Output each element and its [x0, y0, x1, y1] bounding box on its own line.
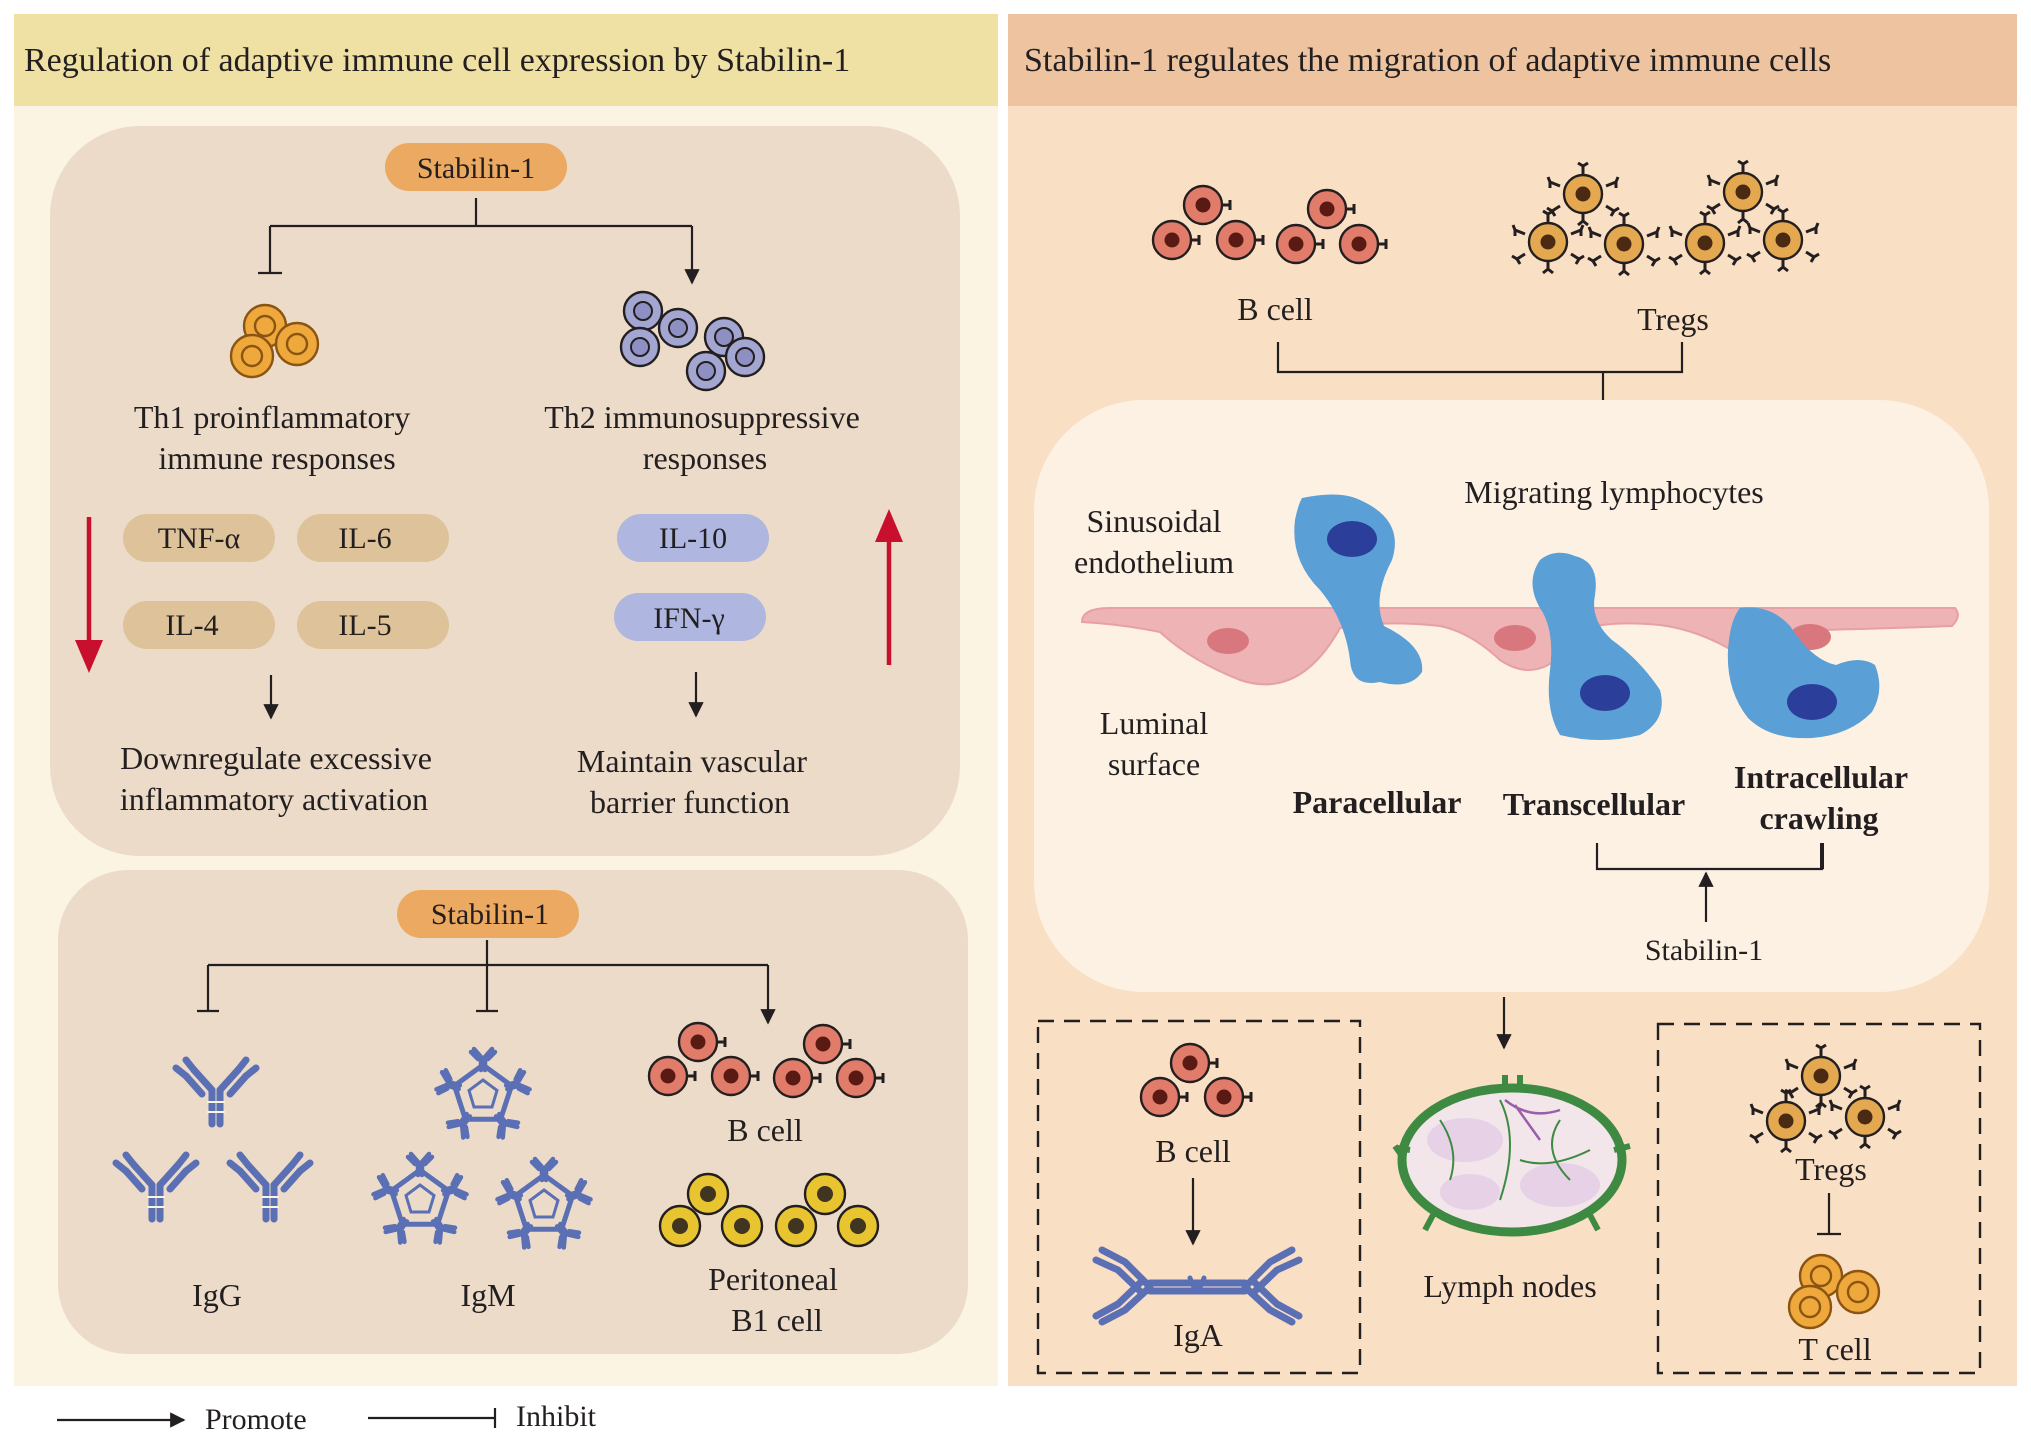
- lymph-nodes-label: Lymph nodes: [1423, 1268, 1596, 1304]
- bcell-label-bottom: B cell: [1155, 1133, 1231, 1169]
- cytokine-pill-il4: [123, 601, 275, 649]
- luminal-label-line1: Luminal: [1100, 705, 1209, 741]
- cytokine-pill-il10: [617, 514, 769, 562]
- tregs-label-bottom: Tregs: [1795, 1151, 1867, 1187]
- cytokine-il6: IL-6: [338, 522, 391, 555]
- cytokine-il10: IL-10: [659, 522, 727, 555]
- stabilin-label-bottom: Stabilin-1: [431, 898, 549, 931]
- iga-label: IgA: [1173, 1317, 1223, 1353]
- th1-label-line1: Th1 proinflammatory: [134, 399, 410, 435]
- th1-label-line2: immune responses: [158, 440, 395, 476]
- stabilin-label-right: Stabilin-1: [1645, 934, 1763, 967]
- th2-label-line2: responses: [643, 440, 767, 476]
- igg-label: IgG: [192, 1277, 242, 1313]
- legend-promote-label: Promote: [205, 1403, 307, 1436]
- transcellular-lymphocyte-icon: [1532, 552, 1662, 740]
- stabilin-label-top: Stabilin-1: [417, 152, 535, 185]
- b1-label-line1: Peritoneal: [708, 1261, 838, 1297]
- intracellular-crawling-lymphocyte-icon: [1727, 607, 1880, 739]
- th2-label-line1: Th2 immunosuppressive: [544, 399, 860, 435]
- legend-inhibit-line-icon: [368, 1408, 497, 1428]
- igm-label: IgM: [460, 1277, 515, 1313]
- outcome-left-line1: Downregulate excessive: [120, 740, 432, 776]
- downregulation-arrow-icon: [75, 640, 103, 673]
- bcell-iga-dashed-box: [1036, 1019, 1362, 1375]
- migration-inner-box: [1034, 400, 1989, 992]
- b1-label-line2: B1 cell: [731, 1302, 823, 1338]
- cytokine-tnf: TNF-α: [158, 522, 241, 555]
- paracellular-lymphocyte-icon: [1294, 494, 1423, 685]
- stabilin-pill-top: [385, 143, 567, 191]
- outcome-left-line2: inflammatory activation: [120, 781, 428, 817]
- cytokine-pill-il5: [297, 601, 449, 649]
- stabilin-pill-bottom: [397, 890, 579, 938]
- sinusoidal-label-line1: Sinusoidal: [1086, 503, 1221, 539]
- tcell-label: T cell: [1798, 1331, 1871, 1367]
- cytokine-pill-tnf: [123, 514, 275, 562]
- tregs-label-top: Tregs: [1637, 301, 1709, 337]
- bcell-label-left: B cell: [727, 1112, 803, 1148]
- cytokine-il4: IL-4: [165, 609, 218, 642]
- paracellular-label: Paracellular: [1293, 784, 1462, 820]
- lymph-node-icon: [1392, 1075, 1631, 1237]
- cytokine-il5: IL-5: [338, 609, 391, 642]
- bcell-label-top: B cell: [1237, 291, 1313, 327]
- cytokine-pill-ifng: [614, 593, 766, 641]
- luminal-label-line2: surface: [1108, 746, 1200, 782]
- intracellular-label-line1: Intracellular: [1734, 759, 1908, 795]
- right-panel-title: Stabilin-1 regulates the migration of ad…: [1024, 42, 1831, 79]
- legend-inhibit-label: Inhibit: [516, 1400, 597, 1433]
- inhibit-line-th1: [258, 198, 692, 275]
- inhibit-lines-antibodies: [197, 940, 768, 1013]
- tregs-tcell-dashed-box: [1656, 1022, 1982, 1375]
- left-panel-header: [14, 14, 998, 106]
- sinusoidal-label-line2: endothelium: [1074, 544, 1234, 580]
- outcome-right-line2: barrier function: [590, 784, 790, 820]
- merge-bracket-top: [1276, 342, 1684, 374]
- intracellular-label-line2: crawling: [1759, 800, 1878, 836]
- migrating-lymphocytes-label: Migrating lymphocytes: [1464, 474, 1764, 510]
- cytokine-ifng: IFN-γ: [653, 602, 725, 635]
- left-panel-title: Regulation of adaptive immune cell expre…: [24, 42, 850, 79]
- outcome-right-line1: Maintain vascular: [577, 743, 807, 779]
- tregs-inhibit-tcell-line: [1817, 1193, 1841, 1236]
- upregulation-arrow-icon: [875, 509, 903, 542]
- right-panel-header: [1008, 14, 2017, 106]
- iga-antibody-icon: [1092, 1246, 1303, 1326]
- cytokine-pill-il6: [297, 514, 449, 562]
- transcellular-label: Transcellular: [1503, 786, 1686, 822]
